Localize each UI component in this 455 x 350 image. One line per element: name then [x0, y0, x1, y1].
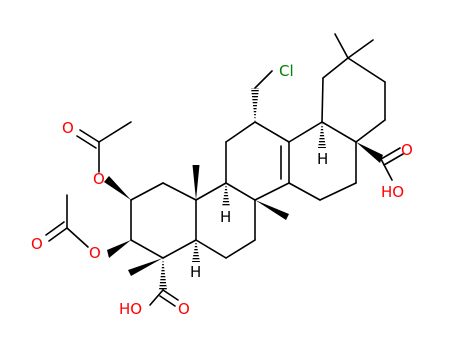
- bond: [225, 121, 256, 143]
- wedge-bond: [104, 176, 131, 200]
- bottom-acid-carbonyl-oxygen-label: O: [178, 300, 190, 318]
- bond: [322, 57, 349, 79]
- stereo-hydrogen-label: H: [220, 208, 231, 226]
- ring-e-bonds: [321, 33, 386, 143]
- bond-double: [380, 147, 401, 160]
- right-carboxylic-acid: [356, 142, 404, 181]
- bond: [380, 158, 393, 181]
- acetyl-2-ester-oxygen-label: O: [89, 244, 101, 262]
- hash-bond: [192, 240, 200, 262]
- bond: [347, 39, 374, 59]
- wedge-bond: [107, 240, 131, 258]
- bond-double: [159, 295, 176, 307]
- atom-labels: Cl O O O O O HO O HO H H H: [31, 62, 413, 318]
- ring-a-bonds: [130, 182, 197, 259]
- bottom-acid-hydroxyl-label: HO: [119, 300, 142, 318]
- ring-d-bonds: [280, 121, 357, 201]
- hash-bond: [222, 183, 230, 207]
- acetyl-1-carbonyl-oxygen-label: O: [62, 119, 74, 137]
- stereo-hydrogen-label: H: [190, 263, 201, 281]
- ring-c-bonds: [225, 121, 290, 201]
- wedge-bond: [128, 258, 163, 276]
- bond: [149, 289, 164, 306]
- bond-double: [383, 153, 404, 166]
- right-acid-carbonyl-oxygen-label: O: [401, 141, 413, 159]
- hash-bond: [251, 88, 259, 122]
- bond: [254, 121, 290, 143]
- bond: [162, 239, 197, 259]
- right-acid-hydroxyl-label: HO: [381, 183, 404, 201]
- acetyl-2-carbonyl-oxygen-label: O: [31, 235, 43, 253]
- methyl-wedges: [128, 165, 289, 276]
- bond: [79, 129, 100, 143]
- bond: [225, 182, 256, 201]
- bond: [321, 77, 324, 123]
- bond: [321, 121, 357, 143]
- bond: [130, 182, 164, 201]
- bond: [334, 33, 349, 59]
- wedge-bond: [255, 200, 289, 220]
- bond: [98, 121, 132, 143]
- bond: [130, 239, 164, 259]
- ring-b-bonds: [195, 182, 256, 259]
- bond: [347, 57, 386, 83]
- bond: [319, 182, 357, 201]
- bond: [48, 227, 68, 242]
- bond: [162, 182, 197, 201]
- chlorine-label: Cl: [279, 62, 294, 80]
- bond: [254, 182, 290, 201]
- bond: [254, 70, 273, 89]
- bond: [195, 239, 227, 259]
- bottom-carboxylic-acid: [149, 258, 179, 307]
- wedge-bond: [192, 165, 200, 200]
- wedge-bond: [356, 142, 383, 163]
- hash-bond: [159, 258, 167, 290]
- bond: [355, 119, 386, 143]
- acetyl-1-ester-oxygen-label: O: [93, 170, 105, 188]
- stereo-hydrogen-label: H: [317, 150, 328, 168]
- bond: [66, 227, 89, 248]
- bond-double: [45, 221, 65, 236]
- stereo-hydrogen-bonds: [192, 122, 326, 262]
- bond: [195, 182, 227, 201]
- bond: [288, 121, 323, 143]
- bond: [288, 182, 321, 201]
- bond: [225, 239, 256, 259]
- chloromethyl-group: [251, 70, 273, 122]
- lower-acetoxy-group: [45, 194, 131, 258]
- bond: [162, 289, 179, 301]
- upper-acetoxy-group: [76, 121, 132, 200]
- hash-bond: [318, 122, 326, 148]
- bond-double: [76, 135, 97, 149]
